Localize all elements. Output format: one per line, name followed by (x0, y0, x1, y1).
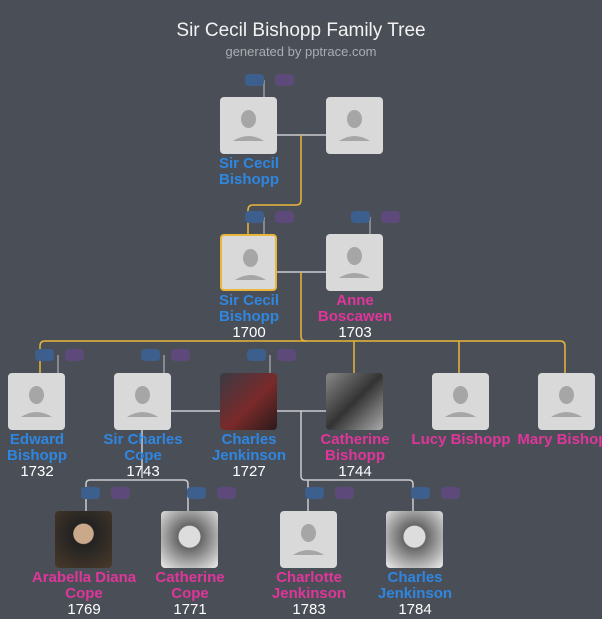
father-button[interactable] (247, 349, 266, 361)
person-name: Catherine Cope (155, 569, 225, 602)
person-birth-year: 1703 (338, 324, 372, 341)
father-button[interactable] (245, 74, 264, 86)
person-name: Sir Charles Cope (103, 431, 183, 464)
person-card[interactable] (432, 373, 489, 430)
mother-button[interactable] (217, 487, 236, 499)
person-icon (339, 247, 370, 278)
person-card[interactable] (220, 234, 277, 291)
person-birth-year: 1700 (232, 324, 266, 341)
person-card[interactable] (220, 97, 277, 154)
person-card[interactable] (220, 373, 277, 430)
page-title: Sir Cecil Bishopp Family Tree (176, 20, 426, 41)
person-birth-year: 1784 (398, 601, 432, 618)
father-button[interactable] (245, 211, 264, 223)
person-name: Charlotte Jenkinson (271, 569, 347, 602)
person-birth-year: 1769 (67, 601, 101, 618)
person-card[interactable] (538, 373, 595, 430)
person-label[interactable]: Lucy Bishopp (406, 432, 516, 448)
person-name: Sir Cecil Bishopp (218, 155, 280, 188)
person-birth-year: 1744 (338, 463, 372, 480)
person-name: Mary Bishopp (517, 431, 602, 448)
father-button[interactable] (141, 349, 160, 361)
person-name: Sir Cecil Bishopp (218, 292, 280, 325)
person-name: Anne Boscawen (317, 292, 393, 325)
father-button[interactable] (305, 487, 324, 499)
father-button[interactable] (81, 487, 100, 499)
person-card[interactable] (326, 234, 383, 291)
person-icon (339, 110, 370, 141)
father-button[interactable] (351, 211, 370, 223)
person-birth-year: 1727 (232, 463, 266, 480)
person-name: Catherine Bishopp (320, 431, 390, 464)
mother-button[interactable] (275, 211, 294, 223)
person-name: Charles Jenkinson (377, 569, 453, 602)
person-card[interactable] (55, 511, 112, 568)
person-icon (233, 110, 264, 141)
person-icon (235, 249, 266, 280)
mother-button[interactable] (171, 349, 190, 361)
mother-button[interactable] (65, 349, 84, 361)
page-subtitle: generated by pptrace.com (225, 44, 377, 59)
person-card[interactable] (8, 373, 65, 430)
person-name: Charles Jenkinson (211, 431, 287, 464)
person-birth-year: 1783 (292, 601, 326, 618)
mother-button[interactable] (277, 349, 296, 361)
person-birth-year: 1732 (20, 463, 54, 480)
person-card[interactable] (326, 97, 383, 154)
mother-button[interactable] (335, 487, 354, 499)
person-label[interactable]: Sir Cecil Bishopp (194, 156, 304, 188)
father-button[interactable] (411, 487, 430, 499)
person-card[interactable] (280, 511, 337, 568)
mother-button[interactable] (381, 211, 400, 223)
person-card[interactable] (386, 511, 443, 568)
father-button[interactable] (187, 487, 206, 499)
person-birth-year: 1743 (126, 463, 160, 480)
person-card[interactable] (161, 511, 218, 568)
person-name: Lucy Bishopp (411, 431, 511, 448)
lineage-line (39, 135, 566, 373)
person-birth-year: 1771 (173, 601, 207, 618)
person-icon (551, 386, 582, 417)
person-icon (21, 386, 52, 417)
person-icon (445, 386, 476, 417)
person-icon (127, 386, 158, 417)
mother-button[interactable] (441, 487, 460, 499)
mother-button[interactable] (111, 487, 130, 499)
person-card[interactable] (326, 373, 383, 430)
person-icon (293, 524, 324, 555)
person-label[interactable]: Mary Bishopp (512, 432, 602, 448)
person-card[interactable] (114, 373, 171, 430)
mother-button[interactable] (275, 74, 294, 86)
father-button[interactable] (35, 349, 54, 361)
person-name: Edward Bishopp (7, 431, 67, 464)
person-name: Arabella Diana Cope (31, 569, 137, 602)
